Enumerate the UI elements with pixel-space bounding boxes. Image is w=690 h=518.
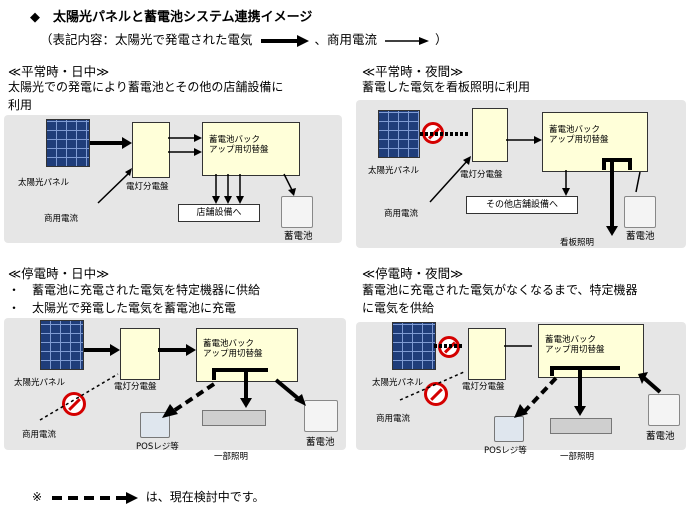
pos-label: POSレジ等 bbox=[136, 442, 179, 452]
note-suffix: は、現在検討中です。 bbox=[145, 490, 265, 504]
ceiling-light-icon bbox=[202, 410, 266, 426]
distribution-board bbox=[472, 108, 508, 162]
battery-icon bbox=[624, 196, 656, 228]
distribution-board bbox=[120, 328, 160, 380]
legend-thin-arrow-icon bbox=[384, 36, 429, 45]
legend-suffix: ） bbox=[434, 32, 448, 47]
page-title: ◆ 太陽光パネルと蓄電池システム連携イメージ bbox=[30, 10, 313, 25]
no-entry-icon bbox=[424, 382, 448, 406]
legend-prefix: （表記内容：太陽光で発電された電気 bbox=[40, 32, 253, 47]
solar-panel-icon bbox=[378, 110, 420, 158]
distribution-label: 電灯分電盤 bbox=[114, 382, 157, 392]
solar-label: 太陽光パネル bbox=[372, 378, 424, 388]
note-prefix: ※ bbox=[32, 490, 43, 504]
legend-middle: 、商用電流 bbox=[314, 32, 377, 47]
distribution-board bbox=[132, 122, 170, 178]
switchboard-label: 蓄電池バック アップ用切替盤 bbox=[209, 135, 269, 155]
switchboard-label: 蓄電池バック アップ用切替盤 bbox=[545, 335, 605, 355]
scene-3-description: ・ 蓄電池に充電された電気を特定機器に供給 ・ 太陽光で発電した電気を蓄電池に充… bbox=[8, 283, 261, 315]
scene-2-heading: ≪平常時・夜間≫ bbox=[362, 64, 464, 79]
footnote: ※ は、現在検討中です。 bbox=[32, 488, 265, 505]
light-label: 一部照明 bbox=[214, 452, 249, 462]
battery-label: 蓄電池 bbox=[306, 437, 335, 448]
solar-label: 太陽光パネル bbox=[368, 166, 420, 176]
dashed-arrow-icon bbox=[51, 491, 138, 504]
solar-label: 太陽光パネル bbox=[18, 178, 70, 188]
store-equipment-box: 店舗設備へ bbox=[178, 204, 260, 222]
battery-icon bbox=[281, 196, 313, 228]
pos-register-icon bbox=[494, 416, 524, 442]
battery-label: 蓄電池 bbox=[284, 231, 313, 242]
legend-solid-arrow-icon bbox=[260, 34, 309, 47]
grid-label: 商用電流 bbox=[22, 430, 57, 440]
scene-1-heading: ≪平常時・日中≫ bbox=[8, 64, 110, 79]
scene-4-description: 蓄電池に充電された電気がなくなるまで、特定機器 に電気を供給 bbox=[362, 283, 638, 315]
battery-icon bbox=[648, 394, 680, 426]
grid-label: 商用電流 bbox=[376, 414, 411, 424]
solar-label: 太陽光パネル bbox=[14, 378, 66, 388]
light-label: 一部照明 bbox=[560, 452, 595, 462]
backup-switchboard: 蓄電池バック アップ用切替盤 bbox=[202, 122, 300, 176]
grid-label: 商用電流 bbox=[44, 214, 79, 224]
ceiling-light-icon bbox=[550, 418, 612, 434]
distribution-board bbox=[468, 328, 506, 380]
solar-panel-icon bbox=[46, 119, 90, 167]
distribution-label: 電灯分電盤 bbox=[126, 182, 169, 192]
sign-light-label: 看板照明 bbox=[560, 238, 595, 248]
battery-label: 蓄電池 bbox=[646, 431, 675, 442]
grid-label: 商用電流 bbox=[384, 209, 419, 219]
distribution-label: 電灯分電盤 bbox=[462, 382, 505, 392]
store-equipment-box: その他店舗設備へ bbox=[466, 196, 578, 214]
battery-icon bbox=[304, 400, 338, 432]
pos-label: POSレジ等 bbox=[484, 446, 527, 456]
solar-panel-icon bbox=[40, 320, 84, 370]
scene-3-heading: ≪停電時・日中≫ bbox=[8, 266, 110, 281]
distribution-label: 電灯分電盤 bbox=[460, 170, 503, 180]
switchboard-label: 蓄電池バック アップ用切替盤 bbox=[549, 125, 609, 145]
battery-label: 蓄電池 bbox=[626, 231, 655, 242]
scene-2-description: 蓄電した電気を看板照明に利用 bbox=[362, 80, 531, 94]
switchboard-label: 蓄電池バック アップ用切替盤 bbox=[203, 339, 263, 359]
scene-4-heading: ≪停電時・夜間≫ bbox=[362, 266, 464, 281]
scene-1-description: 太陽光での発電により蓄電池とその他の店舗設備に 利用 bbox=[8, 80, 284, 112]
legend-line: （表記内容：太陽光で発電された電気 、商用電流 ） bbox=[40, 29, 447, 48]
